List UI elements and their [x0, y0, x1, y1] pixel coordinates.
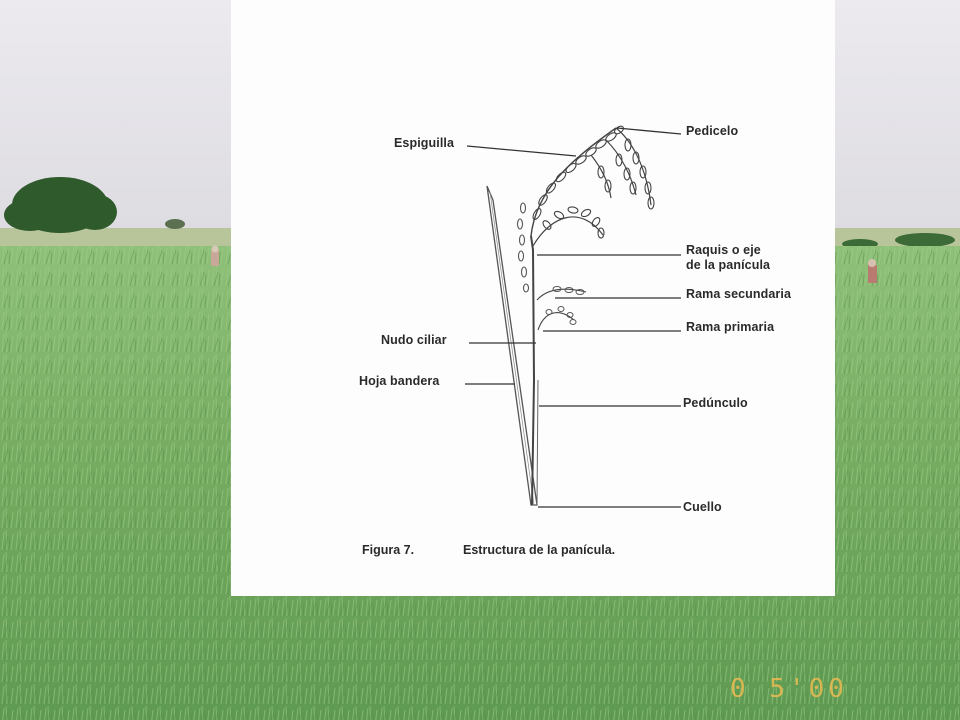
main-stem [530, 235, 536, 506]
worker-left [211, 245, 219, 266]
figure-number: Figura 7. [362, 543, 415, 557]
label-pedicelo: Pedicelo [686, 124, 739, 138]
worker-right [868, 259, 877, 283]
leader-lines [465, 127, 682, 508]
photo-date-stamp: 0 5'00 [730, 674, 848, 704]
primary-branch [537, 312, 575, 331]
label-raquis: Raquis o eje de la panícula [686, 243, 770, 273]
label-rama-primaria: Rama primaria [686, 320, 775, 334]
label-hoja-bandera: Hoja bandera [359, 374, 440, 388]
label-pedunculo: Pedúnculo [683, 396, 748, 410]
label-nudo-ciliar: Nudo ciliar [381, 333, 447, 347]
figure-caption: Estructura de la panícula. [463, 543, 616, 557]
upper-panicle-axis [530, 127, 617, 237]
spikelets-left [516, 202, 530, 293]
panicle-structure-diagram [465, 125, 682, 508]
label-raquis-line2: de la panícula [686, 258, 771, 272]
tree-left [4, 177, 185, 233]
flag-leaf-shape [486, 185, 538, 506]
label-rama-secundaria: Rama secundaria [686, 287, 792, 301]
secondary-branch [536, 288, 587, 301]
diagram-card: Espiguilla Pedicelo Raquis o eje de la p… [231, 0, 835, 596]
label-raquis-line1: Raquis o eje [686, 243, 761, 257]
spikelets-upper [532, 125, 624, 220]
label-cuello: Cuello [683, 500, 722, 514]
label-espiguilla: Espiguilla [394, 136, 455, 150]
